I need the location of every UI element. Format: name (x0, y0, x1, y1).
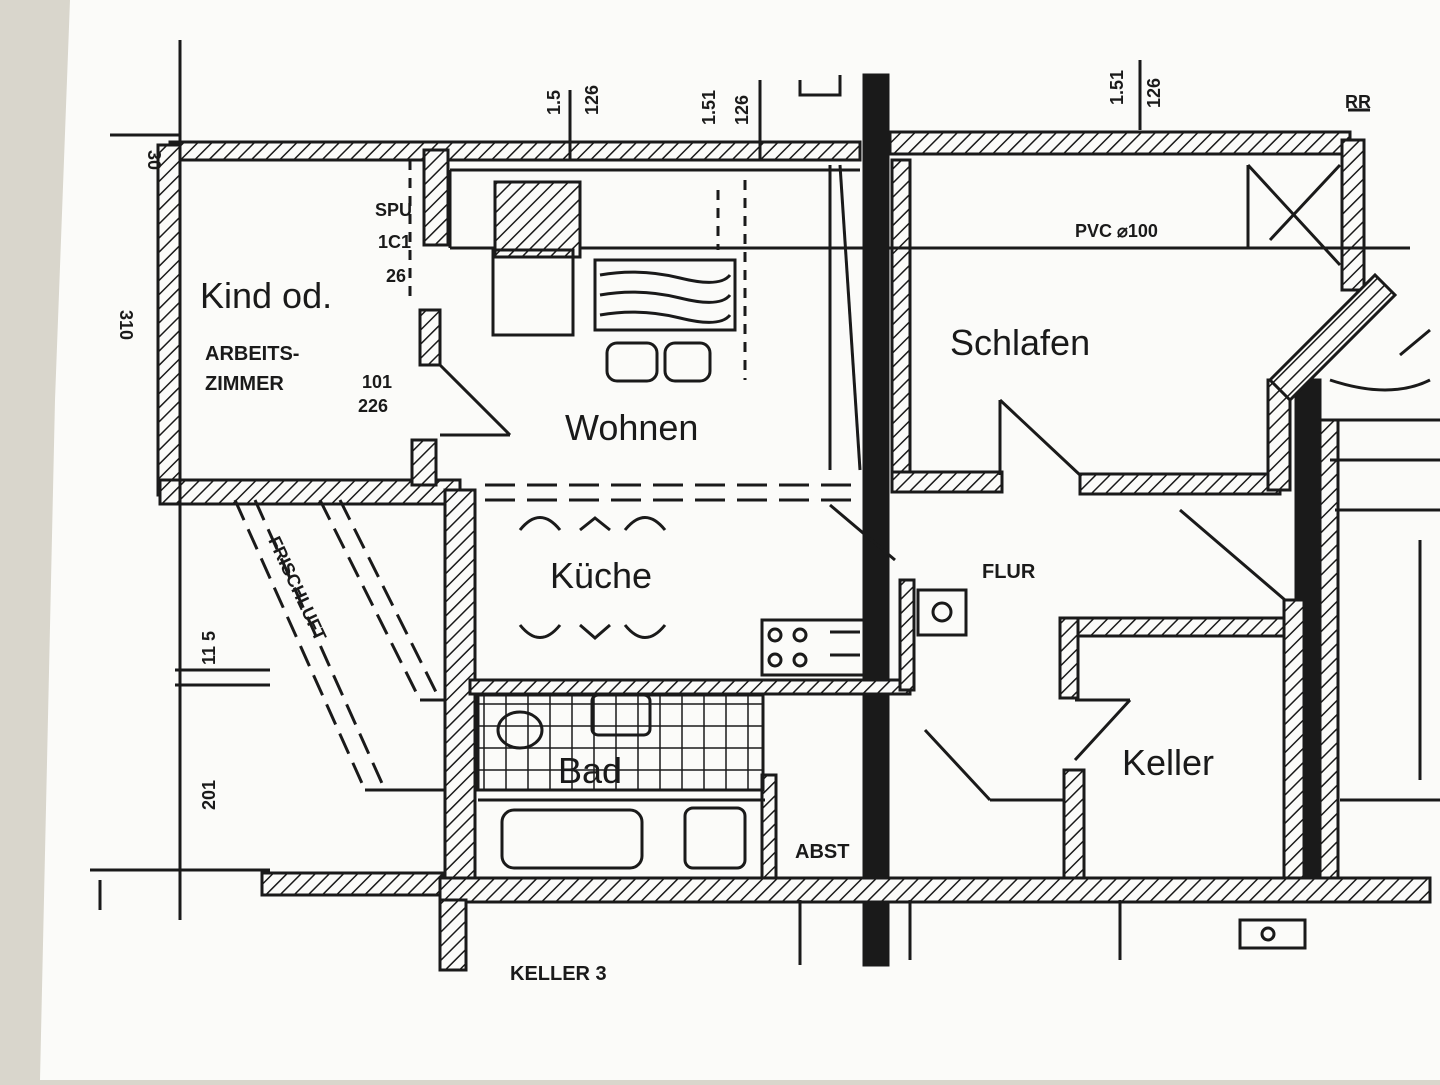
dim-310: 310 (116, 310, 136, 340)
dim-1c1: 1C1 (378, 232, 411, 252)
paper-sheet (40, 0, 1440, 1080)
label-keller-bottom: KELLER 3 (510, 963, 607, 985)
room-label-wohnen: Wohnen (565, 407, 698, 448)
label-spu: SPU (375, 200, 412, 220)
room-label-bad: Bad (558, 750, 622, 791)
label-pvc: PVC ⌀100 (1075, 221, 1158, 241)
room-label-schlafen: Schlafen (950, 322, 1090, 363)
label-rr: RR (1345, 92, 1371, 112)
room-label-kind: Kind od. (200, 275, 332, 316)
dim-1-51-a: 1.51 (699, 90, 719, 125)
room-label-arbeits-2: ZIMMER (205, 373, 284, 395)
dim-201: 201 (199, 780, 219, 810)
dim-26: 26 (386, 266, 406, 286)
dim-126-b: 126 (732, 95, 752, 125)
dim-11-5: 11 5 (199, 631, 219, 665)
room-label-kueche: Küche (550, 555, 652, 596)
dim-1-51-b: 1.51 (1107, 70, 1127, 105)
construction-lines (90, 40, 1440, 965)
dim-1-5: 1.5 (544, 90, 564, 115)
dim-30: 30 (144, 150, 164, 170)
room-label-arbeits-1: ARBEITS- (205, 343, 299, 365)
walls (156, 73, 1432, 972)
dim-126-c: 126 (1144, 78, 1164, 108)
room-label-abst: ABST (795, 841, 849, 863)
fixtures (476, 180, 1307, 950)
dim-126-a: 126 (582, 85, 602, 115)
room-label-flur: FLUR (982, 561, 1036, 583)
dim-101: 101 (362, 372, 392, 392)
dim-226: 226 (358, 396, 388, 416)
room-label-keller: Keller (1122, 742, 1214, 783)
